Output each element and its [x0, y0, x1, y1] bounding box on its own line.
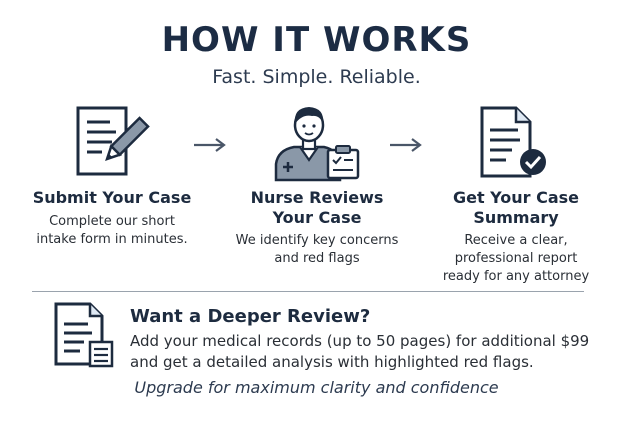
step-desc-line: We identify key concerns	[235, 233, 399, 248]
deeper-review-title: Want a Deeper Review?	[130, 306, 371, 327]
step-title-line: Submit Your Case	[32, 188, 192, 207]
step-title-line: Nurse Reviews	[250, 188, 384, 207]
step-title-line: Your Case	[272, 208, 362, 227]
section-divider	[32, 291, 584, 292]
step-2-description: We identify key concerns and red flags	[217, 232, 417, 268]
step-desc-line: Complete our short	[49, 214, 175, 229]
step-desc-line: and red flags	[274, 251, 360, 266]
step-title-line: Summary	[473, 208, 559, 227]
step-3-description: Receive a clear, professional report rea…	[416, 232, 616, 286]
step-2-title: Nurse Reviews Your Case	[217, 188, 417, 228]
page-subtitle: Fast. Simple. Reliable.	[212, 66, 421, 88]
deeper-review-line: and get a detailed analysis with highlig…	[130, 353, 534, 371]
step-desc-line: intake form in minutes.	[36, 232, 188, 247]
nurse-clipboard-icon	[274, 107, 360, 182]
step-title-line: Get Your Case	[452, 188, 580, 207]
step-1-description: Complete our short intake form in minute…	[12, 213, 212, 249]
arrow-right-icon	[390, 138, 422, 152]
arrow-right-icon	[194, 138, 226, 152]
page-title: HOW IT WORKS	[161, 20, 472, 60]
upgrade-tagline: Upgrade for maximum clarity and confiden…	[134, 378, 499, 397]
deeper-review-description: Add your medical records (up to 50 pages…	[130, 331, 600, 373]
document-pencil-icon	[76, 106, 150, 176]
document-check-icon	[480, 106, 546, 178]
step-desc-line: professional report	[454, 251, 578, 266]
deeper-review-line: Add your medical records (up to 50 pages…	[130, 332, 590, 350]
step-desc-line: Receive a clear,	[464, 233, 568, 248]
medical-records-icon	[54, 302, 114, 368]
step-desc-line: ready for any attorney	[442, 269, 590, 284]
step-1-title: Submit Your Case	[12, 188, 212, 208]
step-3-title: Get Your Case Summary	[416, 188, 616, 228]
